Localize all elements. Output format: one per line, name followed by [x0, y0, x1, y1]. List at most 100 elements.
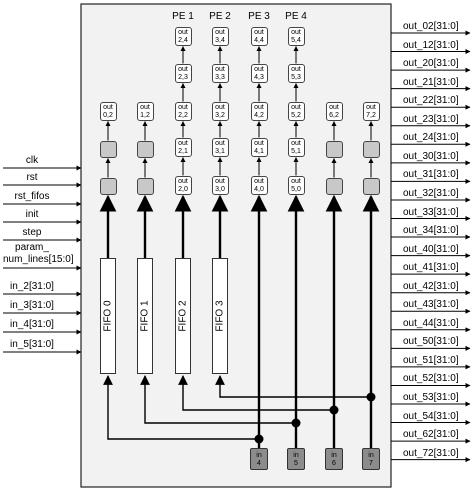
input-box-index: 5 [294, 460, 298, 467]
route-line [140, 375, 296, 424]
junction-dot [329, 405, 339, 415]
register-box [136, 140, 154, 158]
out-box-index: 5,3 [291, 73, 301, 81]
out-box-index: 2,3 [178, 73, 188, 81]
out-box-word: out [254, 139, 264, 147]
input-box-word: in [368, 452, 374, 459]
output-label: out_34[31:0] [403, 225, 459, 237]
output-label: out_50[31:0] [403, 336, 459, 348]
output-label: out_21[31:0] [403, 76, 459, 88]
out-box-index: 4,4 [254, 36, 264, 44]
out-box-index: 1,2 [140, 111, 150, 119]
input-box-index: 7 [369, 460, 373, 467]
register-box [99, 177, 117, 195]
output-label: out_40[31:0] [403, 243, 459, 255]
fifo-label: FIFO 3 [214, 300, 226, 332]
out-box-index: 4,3 [254, 73, 264, 81]
out-box-index: 5,4 [291, 36, 301, 44]
out-box-index: 2,0 [178, 185, 188, 193]
out-box-word: out [291, 65, 301, 73]
input-label: in_4[31:0] [10, 319, 54, 330]
output-label: out_62[31:0] [403, 429, 459, 441]
out-box-word: out [329, 103, 339, 111]
out-box-word: out [254, 103, 264, 111]
out-box-index: 5,1 [291, 147, 301, 155]
register-box [362, 140, 380, 158]
input-box-index: 6 [332, 460, 336, 467]
output-label: out_72[31:0] [403, 447, 459, 459]
output-label: out_22[31:0] [403, 95, 459, 107]
input-label: in_5[31:0] [10, 339, 54, 350]
output-label: out_12[31:0] [403, 39, 459, 51]
out-box-index: 6,2 [329, 111, 339, 119]
out-box-word: out [178, 103, 188, 111]
input-box-word: in [256, 452, 262, 459]
out-box-word: out [291, 103, 301, 111]
out-box-index: 4,0 [254, 185, 264, 193]
route-line [178, 375, 334, 411]
input-label: clk [25, 155, 39, 166]
input-label: in_2[31:0] [10, 281, 54, 292]
register-box [325, 177, 343, 195]
out-box-word: out [366, 103, 376, 111]
out-box-index: 3,4 [215, 36, 225, 44]
register-box [325, 140, 343, 158]
out-box-word: out [140, 103, 150, 111]
out-box-word: out [254, 28, 264, 36]
register-box [362, 177, 380, 195]
junction-dot [366, 392, 376, 402]
out-box-index: 5,2 [291, 111, 301, 119]
register-box [136, 177, 154, 195]
output-label: out_54[31:0] [403, 410, 459, 422]
pe-label: PE 1 [172, 11, 194, 22]
out-box-word: out [215, 28, 225, 36]
out-box-index: 0,2 [103, 111, 113, 119]
out-box-word: out [215, 177, 225, 185]
pe-label: PE 3 [248, 11, 270, 22]
fifo-block: FIFO 0 [100, 258, 116, 374]
output-label: out_41[31:0] [403, 262, 459, 274]
out-box-word: out [291, 28, 301, 36]
output-label: out_23[31:0] [403, 113, 459, 125]
output-label: out_20[31:0] [403, 58, 459, 70]
out-box-word: out [254, 65, 264, 73]
out-box-index: 2,4 [178, 36, 188, 44]
route-line [103, 375, 259, 440]
output-label: out_43[31:0] [403, 299, 459, 311]
junction-dot [254, 434, 264, 444]
input-box-word: in [331, 452, 337, 459]
input-box-index: 4 [257, 460, 261, 467]
output-label: out_51[31:0] [403, 354, 459, 366]
out-box-index: 5,0 [291, 185, 301, 193]
output-label: out_42[31:0] [403, 280, 459, 292]
out-box-index: 4,1 [254, 147, 264, 155]
register-box [99, 140, 117, 158]
out-box-index: 3,2 [215, 111, 225, 119]
pe-label: PE 2 [209, 11, 231, 22]
output-label: out_33[31:0] [403, 206, 459, 218]
out-box-index: 3,1 [215, 147, 225, 155]
out-box-word: out [291, 139, 301, 147]
output-label: out_32[31:0] [403, 187, 459, 199]
out-box-word: out [215, 65, 225, 73]
out-box-index: 2,1 [178, 147, 188, 155]
out-box-word: out [178, 28, 188, 36]
